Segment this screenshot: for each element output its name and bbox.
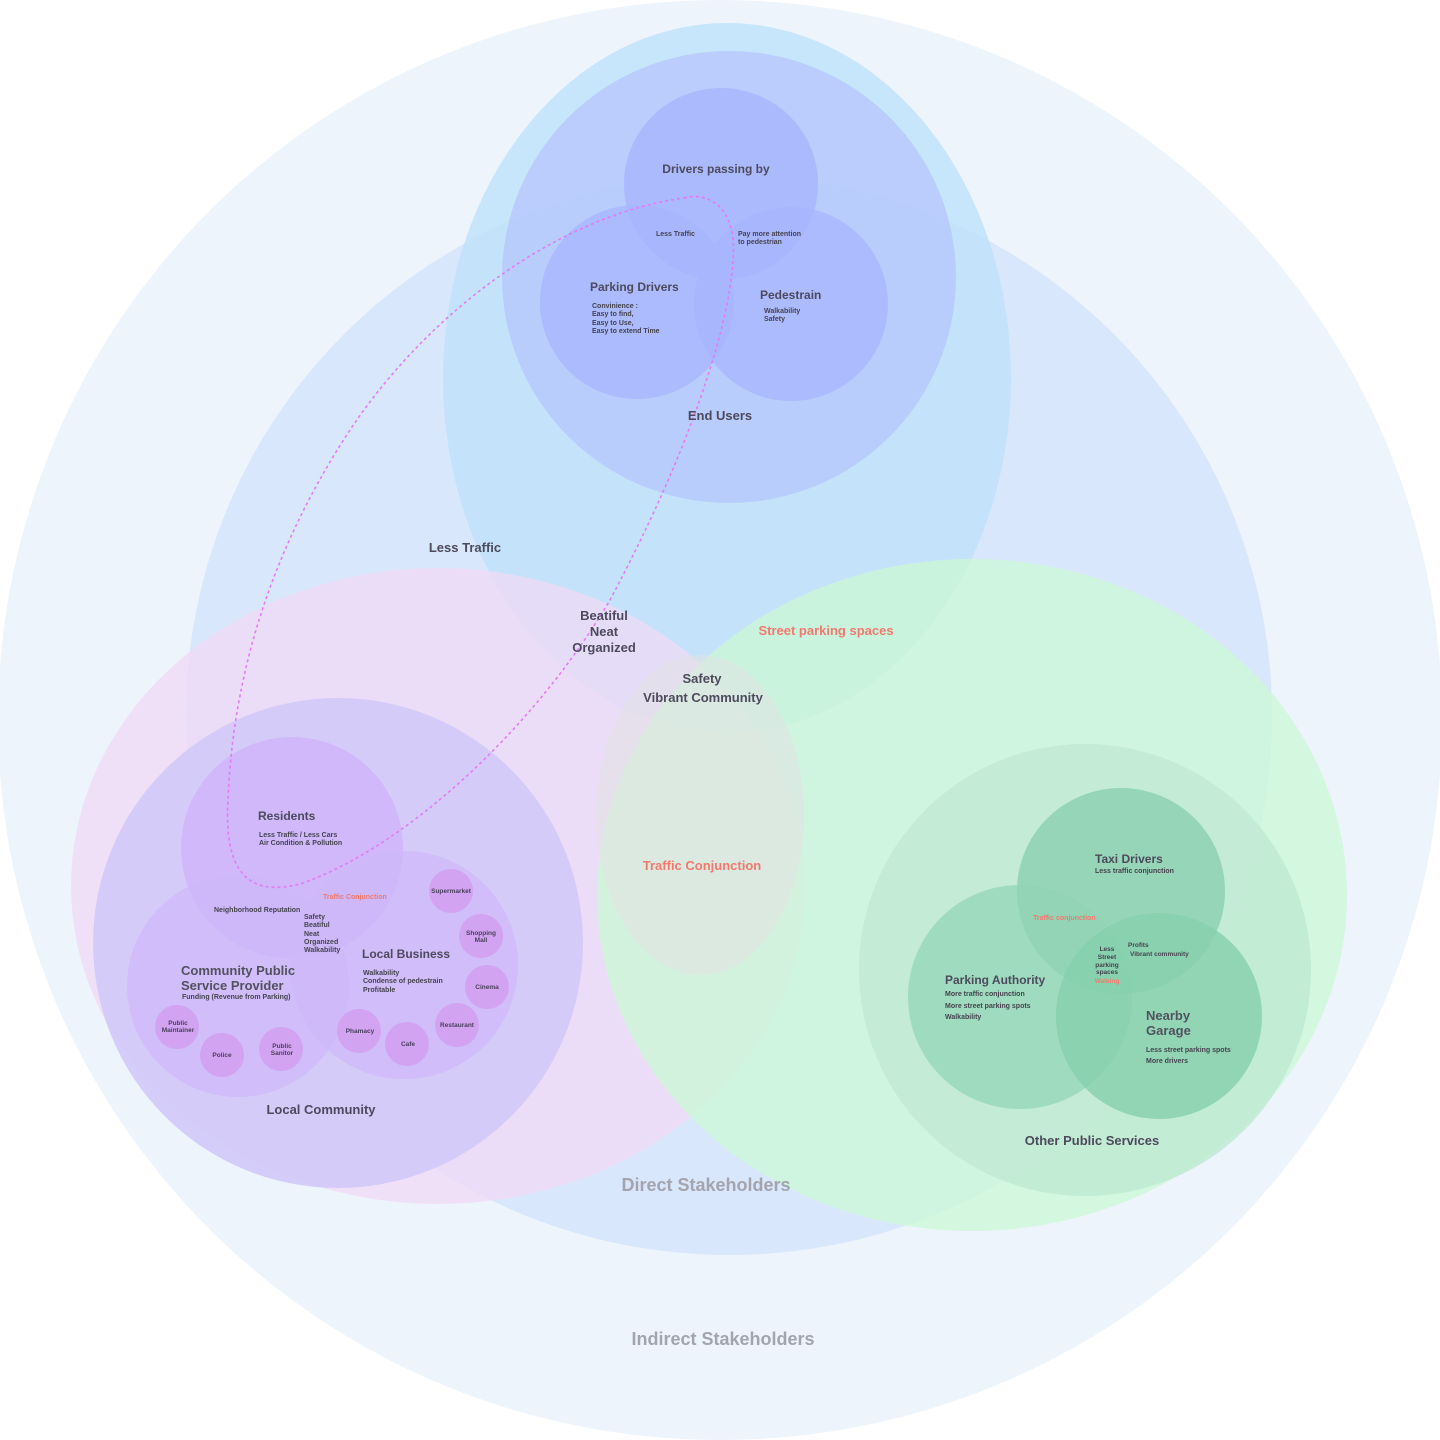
- taxi-drivers-needs: Less traffic conjunction: [1095, 868, 1174, 875]
- direct-stakeholders-label: Direct Stakeholders: [621, 1175, 791, 1195]
- nearby-garage-need-2: More drivers: [1146, 1058, 1189, 1065]
- bubble-shopping-mall: [459, 914, 503, 958]
- parking-drivers-needs: Convinience : Easy to find, Easy to Use,…: [592, 303, 660, 335]
- bubble-supermarket: [429, 869, 473, 913]
- connector-dashed-loop: [226, 195, 735, 889]
- parking-authority-need-2: More street parking spots: [945, 1003, 1031, 1010]
- lc-shared-values: Safety Beatiful Neat Organized Walkabili…: [304, 914, 341, 954]
- bubble-police: [200, 1033, 244, 1077]
- center-less-street-parking: Less Street parking spaces: [1095, 946, 1119, 977]
- shared-traffic-conjunction: Traffic Conjunction: [642, 858, 762, 873]
- shared-less-traffic: Less Traffic: [428, 540, 502, 555]
- bubble-label-phamacy: Phamacy: [345, 1028, 375, 1035]
- parking-authority-label: Parking Authority: [945, 973, 1046, 987]
- bubble-public-maintainer: [155, 1005, 199, 1049]
- bubble-label-restaurant: Restaurant: [440, 1022, 474, 1029]
- shared-vibrant: Vibrant Community: [643, 690, 763, 705]
- shared-safety: Safety: [682, 671, 722, 686]
- bubble-label-cinema: Cinema: [475, 984, 499, 991]
- bubbles-group: [155, 869, 509, 1077]
- parking-drivers-circle: [540, 205, 734, 399]
- overlap-pay-attention: Pay more attention to pedestrian: [738, 231, 802, 247]
- shared-beautiful: Beatiful Neat Organized: [572, 608, 636, 655]
- bubble-label-cafe: Cafe: [400, 1041, 416, 1048]
- end-users-label: End Users: [687, 408, 753, 423]
- overlap-less-traffic: Less Traffic: [656, 231, 695, 238]
- center-walking: Walking: [1094, 978, 1120, 985]
- indirect-stakeholders-label: Indirect Stakeholders: [631, 1329, 815, 1349]
- taxi-overlap-traffic: Traffic conjunction: [1033, 915, 1096, 922]
- center-overlap-tint: [596, 655, 804, 975]
- bubble-public-sanitor: [259, 1027, 303, 1071]
- residents-label: Residents: [258, 809, 316, 823]
- drivers-passing-label: Drivers passing by: [662, 162, 770, 176]
- pedestrain-needs: Walkability Safety: [764, 308, 801, 324]
- nearby-garage-label: Nearby Garage: [1146, 1008, 1191, 1038]
- bubble-cafe: [385, 1022, 429, 1066]
- bubble-label-public-maintainer: Public Maintainer: [161, 1020, 195, 1035]
- vibrant-community-label: Vibrant community: [1130, 951, 1189, 958]
- other-public-services-label: Other Public Services: [1024, 1133, 1160, 1148]
- bubble-cinema: [465, 965, 509, 1009]
- profits-label: Profits: [1128, 942, 1149, 949]
- local-community-label: Local Community: [266, 1102, 376, 1117]
- neighborhood-reputation: Neighborhood Reputation: [214, 907, 301, 914]
- bubble-label-shopping-mall: Shopping Mall: [466, 930, 496, 945]
- nearby-garage-need-1: Less street parking spots: [1146, 1047, 1231, 1054]
- shared-street-parking: Street parking spaces: [758, 623, 894, 638]
- bubble-label-supermarket: Supermarket: [431, 888, 471, 895]
- bubble-phamacy: [337, 1009, 381, 1053]
- local-business-label: Local Business: [362, 947, 451, 961]
- bubble-label-police: Police: [212, 1052, 232, 1059]
- parking-drivers-label: Parking Drivers: [590, 280, 679, 294]
- pedestrain-label: Pedestrain: [760, 288, 822, 302]
- bubble-label-public-sanitor: Public Sanitor: [270, 1043, 294, 1058]
- community-provider-label: Community Public Service Provider: [181, 963, 296, 993]
- parking-authority-need-1: More traffic conjunction: [945, 991, 1025, 998]
- residents-needs: Less Traffic / Less Cars Air Condition &…: [259, 832, 343, 848]
- local-business-needs: Walkability Condense of pedestrain Profi…: [363, 970, 443, 994]
- pedestrain-circle: [694, 207, 888, 401]
- lc-traffic-conjunction: Traffic Conjunction: [323, 894, 387, 901]
- community-provider-needs: Funding (Revenue from Parking): [182, 994, 291, 1001]
- nearby-garage-circle: [1056, 913, 1262, 1119]
- taxi-drivers-label: Taxi Drivers: [1095, 852, 1163, 866]
- parking-authority-need-3: Walkability: [945, 1014, 982, 1021]
- bubble-restaurant: [435, 1003, 479, 1047]
